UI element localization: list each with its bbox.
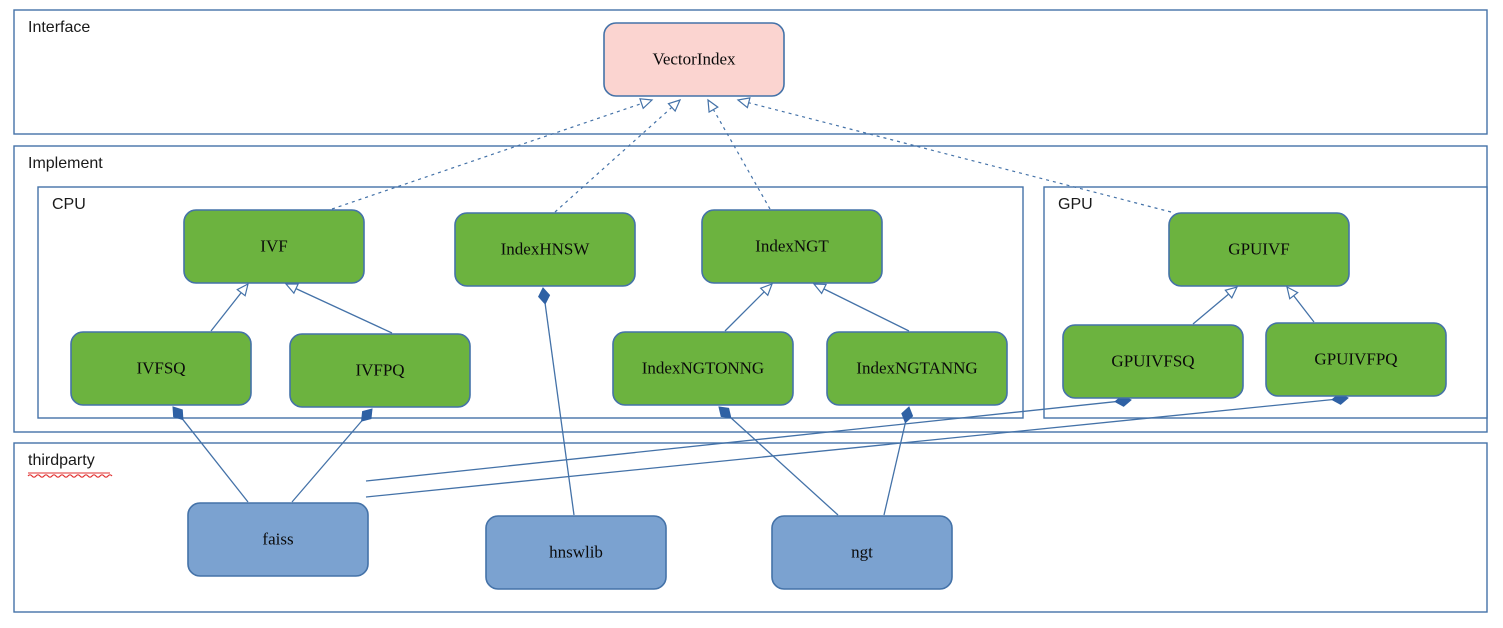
node-box-gpuivfpq[interactable]	[1265, 322, 1447, 397]
group-label-interface: Interface	[28, 19, 90, 36]
edge-e-faiss-ivfsq	[172, 406, 249, 503]
filled-diamond-marker-e-ngt-indexngtonng	[718, 406, 732, 419]
edge-e-ivfpq-ivf	[284, 283, 393, 334]
edge-line-e-anng-indexngt	[823, 288, 910, 332]
node-label-faiss: faiss	[262, 529, 293, 548]
node-box-ivfsq[interactable]	[70, 331, 252, 406]
node-hnswlib[interactable]: hnswlib	[485, 515, 667, 590]
node-ivfsq[interactable]: IVFSQ	[70, 331, 252, 406]
edge-e-ivf-vectorindex	[331, 98, 654, 210]
node-ivf[interactable]: IVF	[183, 209, 365, 284]
node-indexhnsw[interactable]: IndexHNSW	[454, 212, 636, 287]
node-box-indexngtanng[interactable]	[826, 331, 1008, 406]
edges-layer	[172, 97, 1349, 516]
edge-e-hnsw-vectorindex	[554, 99, 682, 213]
node-box-gpuivf[interactable]	[1168, 212, 1350, 287]
node-vectorindex[interactable]: VectorIndex	[603, 22, 785, 97]
edge-e-gpuivfsq-gpuivf	[1192, 286, 1239, 325]
hollow-triangle-arrowhead-e-hnsw-vectorindex	[667, 99, 682, 113]
node-faiss[interactable]: faiss	[187, 502, 369, 577]
node-label-ngt: ngt	[851, 542, 873, 561]
hollow-triangle-arrowhead-e-gpuivf-vectorindex	[736, 97, 751, 109]
node-box-gpuivfsq[interactable]	[1062, 324, 1244, 399]
spellcheck-squiggle-thirdparty	[27, 474, 113, 478]
edge-e-gpuivfpq-gpuivf	[1286, 285, 1315, 323]
node-label-indexngt: IndexNGT	[755, 236, 829, 255]
node-ivfpq[interactable]: IVFPQ	[289, 333, 471, 408]
node-gpuivfsq[interactable]: GPUIVFSQ	[1062, 324, 1244, 399]
edge-e-hnswlib-indexhnsw	[538, 287, 575, 516]
hollow-triangle-arrowhead-e-ivfsq-ivf	[236, 282, 249, 297]
edge-line-e-gpuivf-vectorindex	[748, 102, 1172, 213]
edge-line-e-gpuivfsq-gpuivf	[1192, 293, 1229, 325]
hollow-triangle-arrowhead-e-ivfpq-ivf	[284, 283, 300, 295]
group-label-thirdparty: thirdparty	[28, 452, 95, 469]
edge-line-e-ngt-vectorindex	[712, 109, 771, 210]
edge-e-ivfsq-ivf	[210, 282, 249, 332]
edge-line-e-faiss-gpuivfsq	[365, 401, 1116, 482]
group-label-implement: Implement	[28, 155, 103, 172]
node-label-gpuivf: GPUIVF	[1228, 239, 1289, 258]
hollow-triangle-arrowhead-e-gpuivfpq-gpuivf	[1286, 285, 1299, 300]
node-label-hnswlib: hnswlib	[549, 542, 603, 561]
edge-e-ngt-indexngtonng	[718, 406, 839, 516]
edge-line-e-ngt-indexngtonng	[730, 417, 839, 516]
edge-e-faiss-ivfpq	[291, 408, 373, 503]
edge-line-e-ivfpq-ivf	[295, 288, 393, 334]
node-label-indexngtanng: IndexNGTANNG	[856, 358, 977, 377]
node-gpuivf[interactable]: GPUIVF	[1168, 212, 1350, 287]
node-box-indexhnsw[interactable]	[454, 212, 636, 287]
node-indexngtonng[interactable]: IndexNGTONNG	[612, 331, 794, 406]
group-label-cpu: CPU	[52, 196, 86, 213]
node-box-hnswlib[interactable]	[485, 515, 667, 590]
edge-line-e-faiss-ivfpq	[291, 420, 363, 503]
edge-line-e-hnswlib-indexhnsw	[544, 303, 575, 516]
node-indexngtanng[interactable]: IndexNGTANNG	[826, 331, 1008, 406]
node-label-ivf: IVF	[260, 236, 287, 255]
hollow-triangle-arrowhead-e-ngt-vectorindex	[707, 98, 719, 114]
edge-e-ngt-vectorindex	[707, 98, 771, 210]
node-label-ivfpq: IVFPQ	[355, 360, 404, 379]
edge-line-e-onng-indexngt	[724, 291, 765, 332]
edge-line-e-ngt-indexngtanng	[883, 422, 907, 516]
node-ngt[interactable]: ngt	[771, 515, 953, 590]
node-label-indexhnsw: IndexHNSW	[501, 239, 591, 258]
node-box-faiss[interactable]	[187, 502, 369, 577]
hollow-triangle-arrowhead-e-gpuivfsq-gpuivf	[1224, 286, 1239, 300]
node-box-vectorindex[interactable]	[603, 22, 785, 97]
node-label-indexngtonng: IndexNGTONNG	[642, 358, 764, 377]
node-label-vectorindex: VectorIndex	[652, 49, 736, 68]
edge-e-anng-indexngt	[812, 283, 910, 332]
edge-line-e-ivfsq-ivf	[210, 292, 242, 332]
edge-line-e-ivf-vectorindex	[331, 102, 642, 210]
node-label-gpuivfsq: GPUIVFSQ	[1111, 351, 1194, 370]
node-box-ivf[interactable]	[183, 209, 365, 284]
hollow-triangle-arrowhead-e-ivf-vectorindex	[639, 98, 654, 110]
node-box-ngt[interactable]	[771, 515, 953, 590]
node-box-indexngt[interactable]	[701, 209, 883, 284]
hollow-triangle-arrowhead-e-onng-indexngt	[759, 282, 774, 297]
edge-line-e-faiss-ivfsq	[182, 419, 249, 503]
filled-diamond-marker-e-faiss-ivfpq	[360, 408, 373, 422]
filled-diamond-marker-e-faiss-ivfsq	[172, 406, 184, 421]
node-box-ivfpq[interactable]	[289, 333, 471, 408]
edge-line-e-faiss-gpuivfpq	[365, 398, 1333, 498]
edge-e-onng-indexngt	[724, 282, 774, 332]
filled-diamond-marker-e-ngt-indexngtanng	[901, 406, 914, 424]
node-gpuivfpq[interactable]: GPUIVFPQ	[1265, 322, 1447, 397]
node-label-ivfsq: IVFSQ	[136, 358, 185, 377]
hollow-triangle-arrowhead-e-anng-indexngt	[812, 283, 828, 295]
node-box-indexngtonng[interactable]	[612, 331, 794, 406]
node-label-gpuivfpq: GPUIVFPQ	[1314, 349, 1397, 368]
edge-e-ngt-indexngtanng	[883, 406, 914, 516]
node-indexngt[interactable]: IndexNGT	[701, 209, 883, 284]
edge-e-gpuivf-vectorindex	[736, 97, 1172, 213]
filled-diamond-marker-e-hnswlib-indexhnsw	[538, 287, 551, 305]
edge-line-e-gpuivfpq-gpuivf	[1293, 295, 1315, 323]
edge-line-e-hnsw-vectorindex	[554, 106, 673, 213]
group-label-gpu: GPU	[1058, 196, 1093, 213]
